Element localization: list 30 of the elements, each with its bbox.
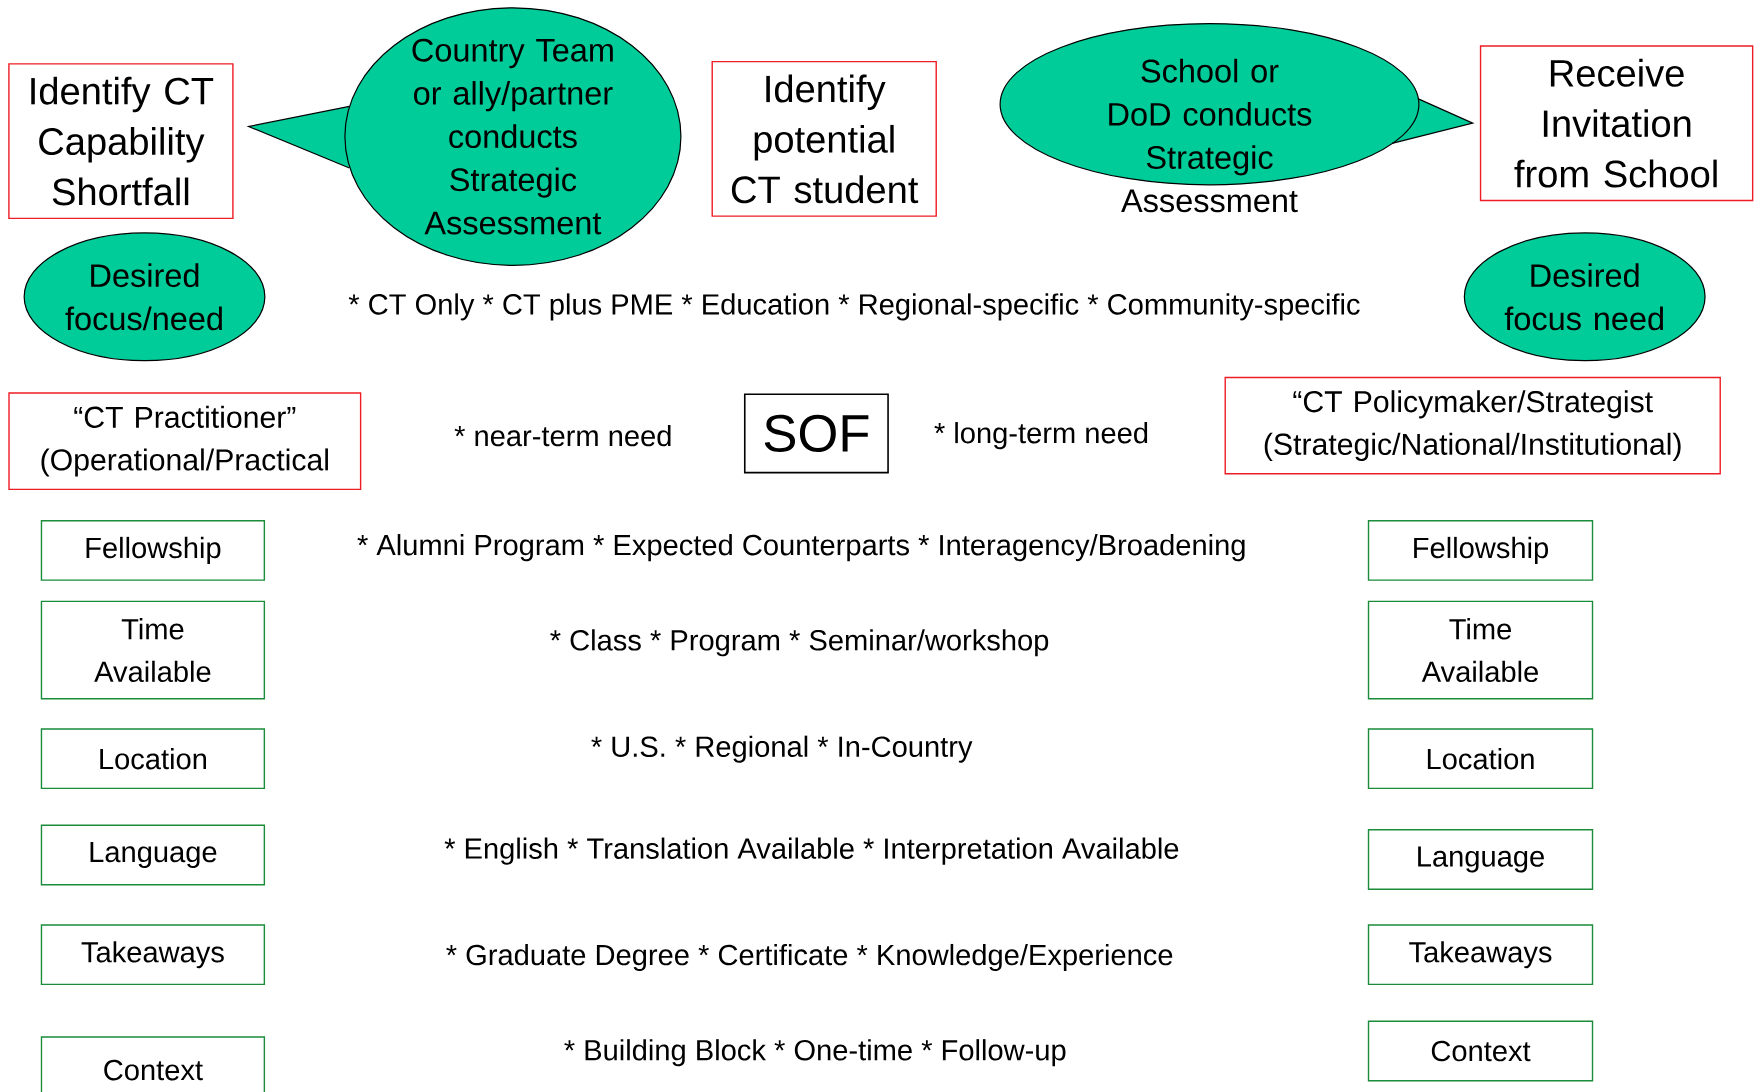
criteria-box: Fellowship — [40, 520, 266, 581]
node-label: Assessment — [1121, 189, 1298, 213]
criteria-box: Fellowship — [1367, 520, 1594, 581]
step-box: Identify CT Capability Shortfall — [8, 63, 234, 220]
step-box: “CT Practitioner” (Operational/Practical — [8, 392, 362, 491]
option-text: * Building Block * One-time * Follow-up — [564, 1039, 1066, 1067]
option-text: * Class * Program * Seminar/workshop — [550, 629, 1049, 657]
step-box: Receive Invitation from School — [1479, 45, 1754, 202]
sof-box: SOF — [743, 393, 889, 474]
step-box: Identify potential CT student — [711, 60, 937, 217]
option-text: * long-term need — [934, 422, 1148, 450]
criteria-box: Language — [1367, 829, 1594, 890]
option-text: * English * Translation Available * Interpretation Available — [444, 837, 1179, 865]
option-text: * Graduate Degree * Certificate * Knowledge/Experience — [446, 943, 1173, 972]
criteria-box: Language — [40, 824, 266, 886]
speech-bubble: School or DoD conducts Strategic Assessment — [999, 23, 1475, 213]
criteria-box: Takeaways — [40, 924, 266, 986]
criteria-box: Context — [1367, 1020, 1594, 1082]
option-text: * Alumni Program * Expected Counterparts * Interagency/Broadening — [357, 534, 1245, 562]
criteria-box: Location — [1367, 728, 1594, 790]
criteria-box: Location — [40, 728, 266, 790]
criteria-box: Takeaways — [1367, 924, 1594, 986]
criteria-box: Context — [40, 1036, 266, 1092]
option-text: * near-term need — [454, 424, 671, 447]
step-box: “CT Policymaker/Strategist (Strategic/National/Institutional) — [1224, 376, 1721, 475]
option-text: * CT Only * CT plus PME * Education * Regional-specific * Community-specific — [348, 293, 1360, 321]
criteria-box: Time Available — [1367, 600, 1594, 700]
option-text: * U.S. * Regional * In-Country — [591, 735, 973, 763]
criteria-box: Time Available — [40, 600, 266, 700]
speech-bubble: Country Team or ally/partner conducts Strategic Assessment — [246, 7, 682, 266]
